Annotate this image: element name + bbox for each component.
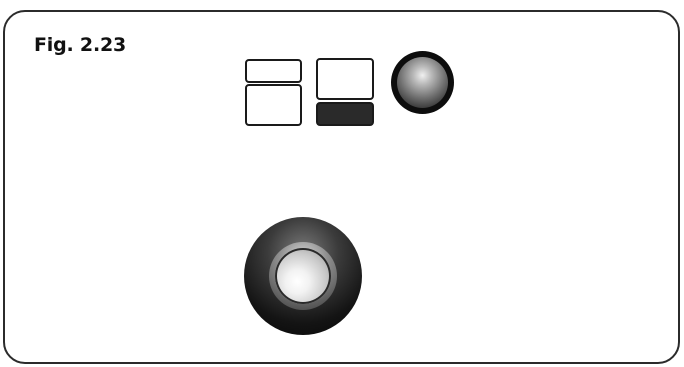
- figure-label: Fig. 2.23: [34, 34, 126, 56]
- bottom-left-indicator: [245, 84, 302, 126]
- top-left-indicator: [245, 59, 302, 83]
- small-knob-icon: [391, 51, 454, 114]
- bottom-right-filled-indicator: [316, 102, 374, 126]
- large-knob-icon: [244, 217, 362, 335]
- large-knob-cap: [275, 248, 331, 304]
- top-right-indicator: [316, 58, 374, 100]
- small-knob-face: [397, 57, 448, 108]
